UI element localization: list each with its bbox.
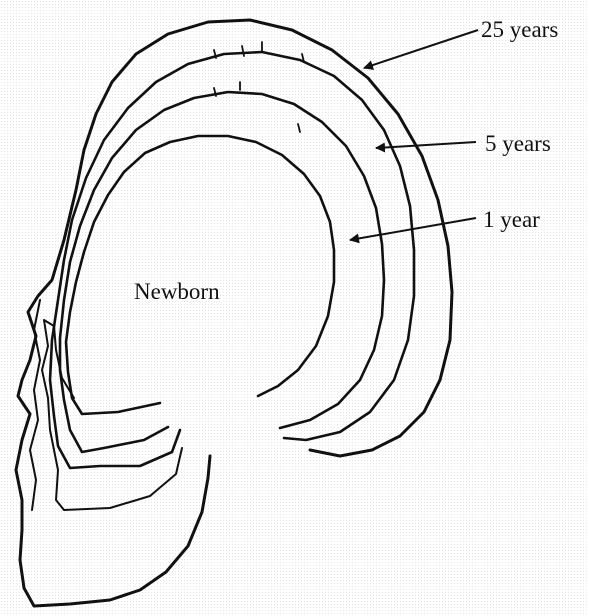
face-contour-inner bbox=[42, 320, 74, 510]
outline-five-years bbox=[50, 52, 414, 468]
outline-twenty-five-years bbox=[16, 20, 452, 606]
jaw-contour bbox=[64, 448, 182, 510]
label-five-years: 5 years bbox=[485, 132, 551, 155]
arrow-twenty-five-years bbox=[364, 30, 478, 68]
label-one-year: 1 year bbox=[483, 208, 540, 231]
label-twenty-five-years: 25 years bbox=[481, 18, 558, 41]
face-contour-outer bbox=[30, 300, 40, 510]
outline-newborn bbox=[66, 136, 334, 414]
suture-ticks bbox=[214, 42, 304, 132]
label-newborn: Newborn bbox=[134, 280, 220, 303]
outline-one-year bbox=[60, 92, 384, 452]
